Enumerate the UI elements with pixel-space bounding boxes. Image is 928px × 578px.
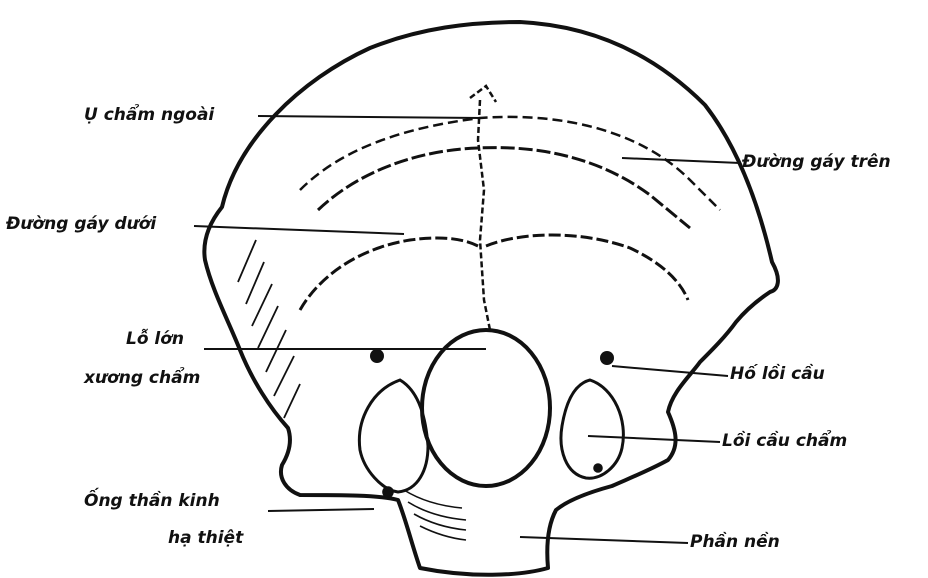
leader-ho-loi-cau	[612, 366, 728, 376]
inferior-nuchal-line-left	[300, 238, 478, 310]
left-condyle-shape	[359, 380, 428, 492]
leader-u-cham-ngoai	[258, 116, 482, 118]
label-duong-gay-duoi: Đường gáy dưới	[6, 213, 156, 235]
label-ong-than-kinh-line1: Ống thần kinh	[84, 490, 220, 512]
label-ho-loi-cau: Hố lồi cầu	[730, 363, 825, 385]
bone-outline	[204, 22, 778, 575]
right-condyle-shape	[561, 380, 623, 478]
leader-phan-nen	[520, 537, 688, 543]
leader-duong-gay-duoi	[194, 226, 404, 234]
leader-lines	[194, 116, 740, 543]
label-u-cham-ngoai: Ụ chẩm ngoài	[84, 104, 214, 126]
right-condylar-fossa	[600, 351, 614, 365]
label-ong-than-kinh-line2: hạ thiệt	[168, 527, 243, 549]
leader-loi-cau-cham	[588, 436, 720, 442]
label-duong-gay-tren: Đường gáy trên	[742, 151, 891, 173]
left-condylar-fossa	[370, 349, 384, 363]
label-loi-cau-cham: Lồi cầu chẩm	[722, 430, 847, 452]
occipital-crest	[470, 86, 496, 330]
label-lo-lon-line2: xương chẩm	[84, 367, 200, 389]
inferior-nuchal-line-right	[486, 235, 688, 300]
left-hatching	[238, 240, 300, 418]
label-lo-lon-line1: Lỗ lớn	[126, 328, 184, 350]
highest-nuchal-line	[300, 117, 720, 210]
leader-duong-gay-tren	[622, 158, 740, 163]
superior-nuchal-line	[318, 148, 690, 228]
foramen-magnum-shape	[422, 330, 550, 486]
label-phan-nen: Phần nền	[690, 531, 780, 553]
leader-ong-than-kinh	[268, 509, 374, 511]
